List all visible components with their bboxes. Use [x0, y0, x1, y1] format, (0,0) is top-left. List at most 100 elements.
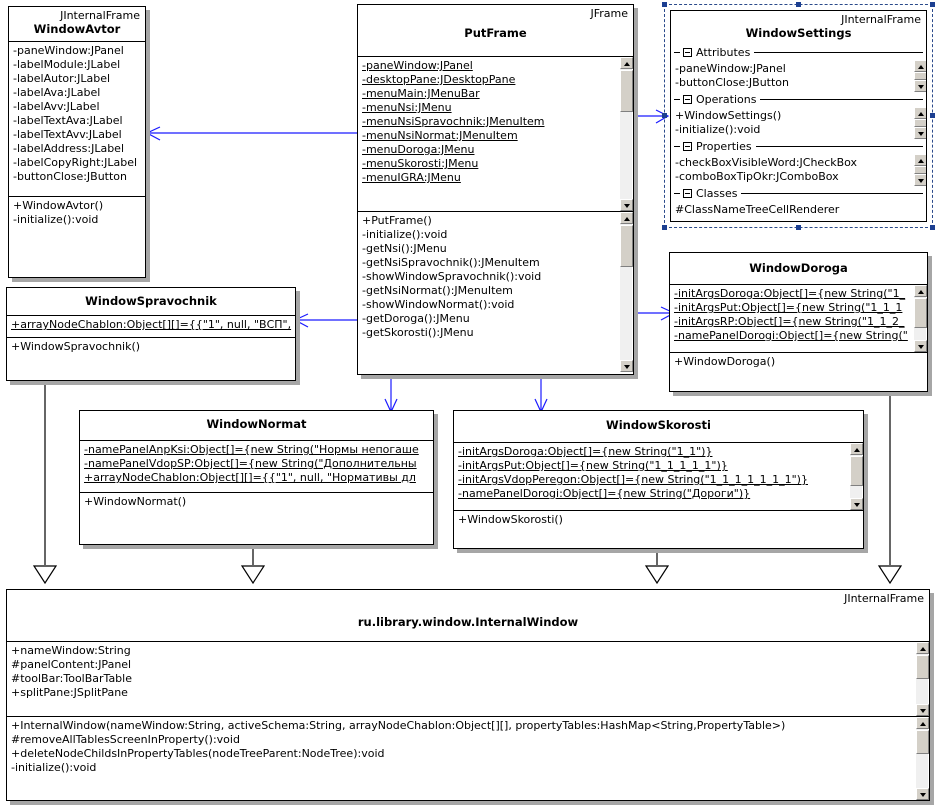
class-box-put-frame[interactable]: JFrame PutFrame -paneWindow:JPanel -desk…	[357, 4, 634, 375]
scroll-down-arrow-icon[interactable]	[916, 788, 929, 800]
class-box-internal-window[interactable]: JInternalFrame ru.library.window.Interna…	[6, 589, 930, 801]
attribute-item: -menuDoroga:JMenu	[362, 143, 475, 156]
scrollbar-thumb[interactable]	[620, 70, 633, 112]
attribute-item: -menuNsi:JMenu	[362, 101, 452, 114]
scroll-down-arrow-icon[interactable]	[914, 127, 926, 139]
class-header: JFrame PutFrame	[358, 5, 633, 57]
collapse-minus-icon[interactable]	[683, 142, 692, 151]
selection-handle[interactable]	[930, 113, 935, 118]
selection-handle[interactable]	[796, 2, 801, 7]
collapse-minus-icon[interactable]	[683, 48, 692, 57]
operation-item: +PutFrame()	[362, 214, 432, 227]
collapse-minus-icon[interactable]	[683, 95, 692, 104]
scroll-up-arrow-icon[interactable]	[914, 154, 926, 166]
class-header: JInternalFrame WindowAvtor	[9, 7, 145, 42]
attribute-item: -namePanelDorogi:Object[]={new String("Д…	[458, 487, 751, 500]
properties-scrollbar[interactable]	[913, 154, 926, 186]
scroll-up-arrow-icon[interactable]	[850, 443, 863, 455]
class-box-window-settings[interactable]: JInternalFrame WindowSettings Attributes…	[670, 10, 927, 222]
selection-handle[interactable]	[930, 2, 935, 7]
class-box-window-skorosti[interactable]: WindowSkorosti -initArgsDoroga:Object[]=…	[453, 410, 864, 549]
attribute-item: -initArgsVdopPeregon:Object[]={new Strin…	[458, 473, 808, 486]
scrollbar-thumb[interactable]	[916, 730, 929, 754]
stereotype-label: JInternalFrame	[844, 592, 924, 605]
scroll-up-arrow-icon[interactable]	[916, 717, 929, 729]
scroll-down-arrow-icon[interactable]	[916, 704, 929, 716]
attribute-item: -labelAutor:JLabel	[13, 72, 111, 85]
operation-item: +WindowSkorosti()	[458, 513, 563, 526]
selection-handle[interactable]	[662, 225, 667, 230]
class-name: WindowSpravochnik	[85, 294, 217, 308]
section-dash	[674, 52, 680, 53]
operations-compartment: +PutFrame() -initialize():void -getNsi()…	[358, 212, 633, 372]
attributes-compartment: -paneWindow:JPanel -labelModule:JLabel -…	[9, 42, 145, 197]
scroll-down-arrow-icon[interactable]	[850, 498, 863, 510]
selection-handle[interactable]	[662, 113, 667, 118]
class-box-window-normat[interactable]: WindowNormat -namePanelAnpKsi:Object[]={…	[79, 410, 434, 545]
operations-scrollbar[interactable]	[915, 717, 929, 800]
scroll-down-arrow-icon[interactable]	[914, 340, 927, 352]
scroll-down-arrow-icon[interactable]	[620, 360, 633, 372]
attributes-scrollbar[interactable]	[849, 443, 863, 510]
nested-class-item: #ClassNameTreeCellRenderer	[675, 203, 840, 216]
attribute-item: -labelAddress:JLabel	[13, 142, 125, 155]
scroll-up-arrow-icon[interactable]	[914, 107, 926, 119]
operation-item: -showWindowNormat():void	[362, 298, 515, 311]
section-header-properties[interactable]: Properties	[671, 139, 926, 154]
attribute-item: -initArgsPut:Object[]={new String("1_1_1…	[458, 459, 728, 472]
class-box-window-spravochnik[interactable]: WindowSpravochnik +arrayNodeChablon:Obje…	[6, 287, 296, 381]
section-header-attributes[interactable]: Attributes	[671, 45, 926, 60]
scroll-up-arrow-icon[interactable]	[914, 60, 926, 72]
attribute-item: -namePanelVdopSP:Object[]={new String("Д…	[84, 457, 417, 470]
scroll-up-arrow-icon[interactable]	[620, 212, 633, 224]
operations-compartment: +WindowAvtor() -initialize():void	[9, 197, 145, 230]
scrollbar-thumb[interactable]	[916, 655, 929, 679]
section-header-operations[interactable]: Operations	[671, 92, 926, 107]
attributes-scrollbar[interactable]	[913, 285, 927, 352]
selection-handle[interactable]	[930, 225, 935, 230]
class-box-window-avtor[interactable]: JInternalFrame WindowAvtor -paneWindow:J…	[8, 6, 146, 278]
class-name: WindowAvtor	[33, 22, 121, 36]
scrollbar-thumb[interactable]	[914, 298, 927, 328]
class-header: WindowDoroga	[670, 253, 927, 285]
class-header: WindowSkorosti	[454, 411, 863, 443]
property-item: -checkBoxVisibleWord:JCheckBox	[675, 156, 858, 169]
class-box-window-doroga[interactable]: WindowDoroga -initArgsDoroga:Object[]={n…	[669, 252, 928, 392]
attributes-scrollbar[interactable]	[619, 57, 633, 211]
scroll-down-arrow-icon[interactable]	[914, 80, 926, 92]
attributes-compartment: -initArgsDoroga:Object[]={new String("1_…	[454, 443, 863, 511]
classes-compartment: #ClassNameTreeCellRenderer	[671, 201, 926, 219]
selection-handle[interactable]	[796, 225, 801, 230]
attribute-item: #panelContent:JPanel	[11, 658, 132, 671]
scroll-down-arrow-icon[interactable]	[914, 174, 926, 186]
section-rule	[741, 193, 923, 194]
operations-scrollbar[interactable]	[913, 107, 926, 139]
operations-compartment: +WindowDoroga()	[670, 353, 927, 372]
attribute-item: -initArgsDoroga:Object[]={new String("1_…	[458, 445, 713, 458]
scrollbar-thumb[interactable]	[914, 119, 926, 127]
attribute-item: -menuNsiSpravochnik:JMenuItem	[362, 115, 545, 128]
stereotype-label: JInternalFrame	[60, 9, 140, 22]
attributes-scrollbar[interactable]	[913, 60, 926, 92]
scrollbar-thumb[interactable]	[914, 166, 926, 174]
attributes-compartment: +nameWindow:String #panelContent:JPanel …	[7, 642, 929, 717]
section-header-classes[interactable]: Classes	[671, 186, 926, 201]
scroll-down-arrow-icon[interactable]	[620, 199, 633, 211]
scroll-up-arrow-icon[interactable]	[914, 285, 927, 297]
selection-handle[interactable]	[662, 2, 667, 7]
scrollbar-thumb[interactable]	[620, 225, 633, 267]
property-item: -comboBoxTipOkr:JComboBox	[675, 170, 839, 183]
scrollbar-thumb[interactable]	[914, 72, 926, 80]
class-header: WindowSpravochnik	[7, 288, 295, 316]
scroll-up-arrow-icon[interactable]	[916, 642, 929, 654]
attributes-compartment: -paneWindow:JPanel -desktopPane:JDesktop…	[358, 57, 633, 212]
attributes-scrollbar[interactable]	[915, 642, 929, 716]
scrollbar-thumb[interactable]	[850, 456, 863, 486]
collapse-minus-icon[interactable]	[683, 189, 692, 198]
operation-item: -initialize():void	[362, 228, 448, 241]
attribute-item: +splitPane:JSplitPane	[11, 686, 128, 699]
scroll-up-arrow-icon[interactable]	[620, 57, 633, 69]
attributes-compartment: -paneWindow:JPanel -buttonClose:JButton	[671, 60, 926, 92]
operations-scrollbar[interactable]	[619, 212, 633, 372]
